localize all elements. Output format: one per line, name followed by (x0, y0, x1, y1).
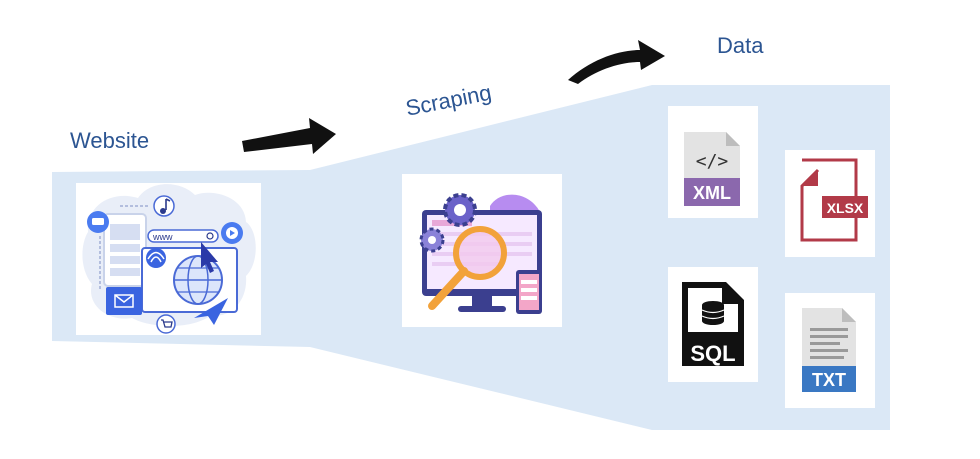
xlsx-file-icon: XLSX (800, 158, 868, 242)
xml-file-icon: </> XML (684, 132, 740, 206)
xml-code-glyph: </> (696, 151, 729, 172)
phone-icon (516, 270, 542, 314)
magnifier-icon (428, 226, 507, 310)
xml-label: XML (693, 183, 731, 203)
wifi-icon (146, 248, 166, 268)
txt-label: TXT (812, 370, 846, 390)
website-label: Website (70, 128, 150, 153)
txt-file-icon: TXT (802, 308, 856, 392)
globe-icon (173, 255, 223, 305)
url-bar (147, 229, 219, 243)
play-icon (221, 222, 243, 244)
xlsx-label: XLSX (827, 200, 864, 216)
arrow-scraping-to-data (568, 40, 665, 84)
chat-icon (87, 211, 109, 233)
paper-plane-icon (194, 298, 228, 325)
gear-icon (443, 193, 477, 227)
data-label: Data (717, 33, 764, 58)
music-note-icon (153, 195, 175, 217)
scraping-illustration (419, 193, 542, 314)
cart-icon (156, 314, 176, 334)
text-lines-icon (810, 328, 848, 359)
url-text: www (152, 232, 173, 242)
sql-label: SQL (690, 341, 735, 366)
gear-icon-small (419, 227, 445, 253)
sql-file-icon: SQL (682, 282, 744, 366)
envelope-icon (106, 287, 142, 315)
website-illustration: www (82, 184, 256, 334)
database-icon (701, 301, 725, 325)
cursor-icon (201, 242, 218, 273)
arrow-website-to-scraping (242, 118, 336, 154)
